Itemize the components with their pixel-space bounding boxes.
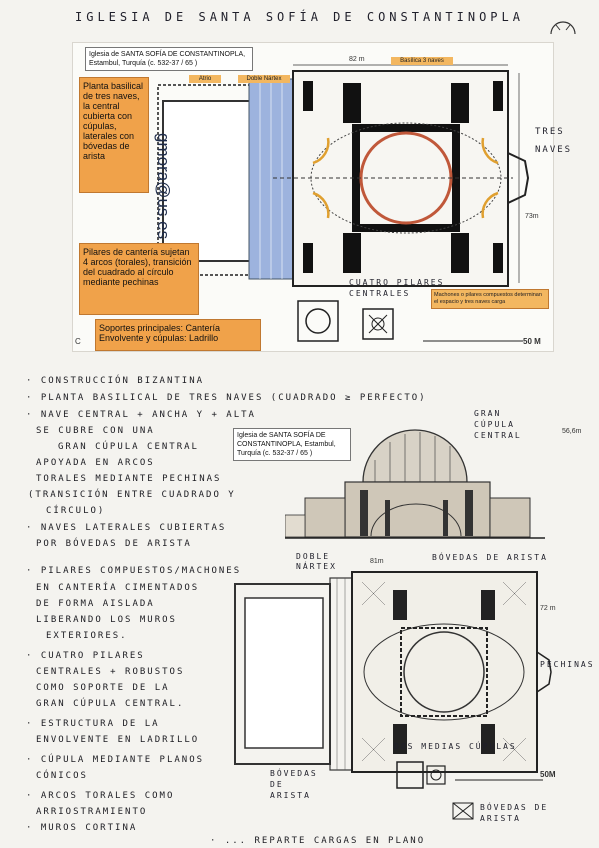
- note-line: · CUATRO PILARES: [26, 651, 145, 661]
- label-doble-nartex: Doble Nártex: [238, 75, 290, 83]
- orange-note-materials: Soportes principales: Cantería Envolvent…: [95, 319, 261, 351]
- note-line: · CONSTRUCCIÓN BIZANTINA: [26, 376, 205, 386]
- note-line: CÓNICOS: [36, 771, 88, 781]
- dim-width-bottom: 81m: [370, 558, 384, 565]
- note-line: · CÚPULA MEDIANTE PLANOS: [26, 755, 205, 765]
- watermark: gmora@us.es: [154, 133, 173, 240]
- note-line: POR BÓVEDAS DE ARISTA: [36, 539, 192, 549]
- top-floor-plan: [157, 64, 530, 342]
- hand-gran-cupula: GRAN CÚPULA CENTRAL: [474, 409, 522, 440]
- note-line: ENVOLVENTE EN LADRILLO: [36, 735, 200, 745]
- corner-mark: C: [75, 337, 81, 346]
- note-line: APOYADA EN ARCOS: [36, 458, 155, 468]
- section-height: 56,6m: [562, 428, 582, 435]
- note-line: CENTRALES + ROBUSTOS: [36, 667, 185, 677]
- dim-height-bottom: 72 m: [540, 605, 556, 612]
- note-line: CÍRCULO): [46, 506, 106, 516]
- note-line: ARRIOSTRAMIENTO: [36, 807, 148, 817]
- section-caption: Iglesia de SANTA SOFÍA DE CONSTANTINOPLA…: [233, 428, 351, 461]
- note-line: · ARCOS TORALES COMO: [26, 791, 175, 801]
- note-line: · ... REPARTE CARGAS EN PLANO: [210, 836, 426, 846]
- note-line: EXTERIORES.: [46, 631, 128, 641]
- note-line: LIBERANDO LOS MUROS: [36, 615, 177, 625]
- note-line: (TRANSICIÓN ENTRE CUADRADO Y: [28, 490, 236, 500]
- note-line: GRAN CÚPULA CENTRAL: [58, 442, 199, 452]
- orange-note-plan: Planta basilical de tres naves, la centr…: [79, 77, 149, 193]
- note-line: · NAVE CENTRAL + ANCHA Y + ALTA: [26, 410, 256, 420]
- note-line: · MUROS CORTINA: [26, 823, 138, 833]
- label-bovedas-arista-bottom: BÓVEDAS DE ARISTA: [270, 769, 318, 800]
- note-line: · ESTRUCTURA DE LA: [26, 719, 160, 729]
- note-line: DE FORMA AISLADA: [36, 599, 155, 609]
- top-plan-sheet: Iglesia de SANTA SOFÍA DE CONSTANTINOPLA…: [72, 42, 570, 352]
- scale-bottom: 50M: [540, 770, 556, 779]
- label-basilica: Basílica 3 naves: [391, 57, 453, 65]
- hand-tres-naves: TRES NAVES: [535, 127, 573, 155]
- label-atrio: Atrio: [189, 75, 221, 83]
- note-line: · PLANTA BASILICAL DE TRES NAVES (CUADRA…: [26, 393, 427, 403]
- note-line: GRAN CÚPULA CENTRAL.: [36, 699, 185, 709]
- hand-cuatro-pilares: CUATRO PILARES CENTRALES: [349, 278, 445, 298]
- legend-vault-icon: [452, 802, 474, 820]
- legend-label: BÓVEDAS DE ARISTA: [480, 803, 549, 823]
- orange-note-pillars: Pilares de cantería sujetan 4 arcos (tor…: [79, 243, 199, 315]
- page-title: IGLESIA DE SANTA SOFÍA DE CONSTANTINOPLA: [75, 10, 524, 24]
- top-caption: Iglesia de SANTA SOFÍA DE CONSTANTINOPLA…: [85, 47, 253, 71]
- section-drawing: [285, 429, 545, 539]
- scale-top: 50 M: [523, 337, 541, 346]
- note-machones: Machones o pilares compuestos determinan…: [431, 289, 549, 309]
- note-line: TORALES MEDIANTE PECHINAS: [36, 474, 222, 484]
- note-line: · NAVES LATERALES CUBIERTAS: [26, 523, 227, 533]
- dim-width-top: 82 m: [349, 56, 365, 63]
- dome-sketch-icon: [550, 21, 576, 35]
- label-doble-nartex-bottom: DOBLE NÁRTEX: [296, 552, 337, 571]
- note-line: · PILARES COMPUESTOS/MACHONES: [26, 566, 242, 576]
- note-line: EN CANTERÍA CIMENTADOS: [36, 583, 200, 593]
- note-line: SE CUBRE CON UNA: [36, 426, 155, 436]
- label-bovedas-top: BÓVEDAS DE ARISTA: [432, 553, 548, 562]
- label-pechinas: PECHINAS: [540, 660, 595, 669]
- label-medias-cupulas: DOS MEDIAS CÚPULAS: [394, 742, 517, 751]
- dim-height-top: 73m: [525, 213, 539, 220]
- note-line: COMO SOPORTE DE LA: [36, 683, 170, 693]
- bottom-floor-plan: [234, 571, 552, 789]
